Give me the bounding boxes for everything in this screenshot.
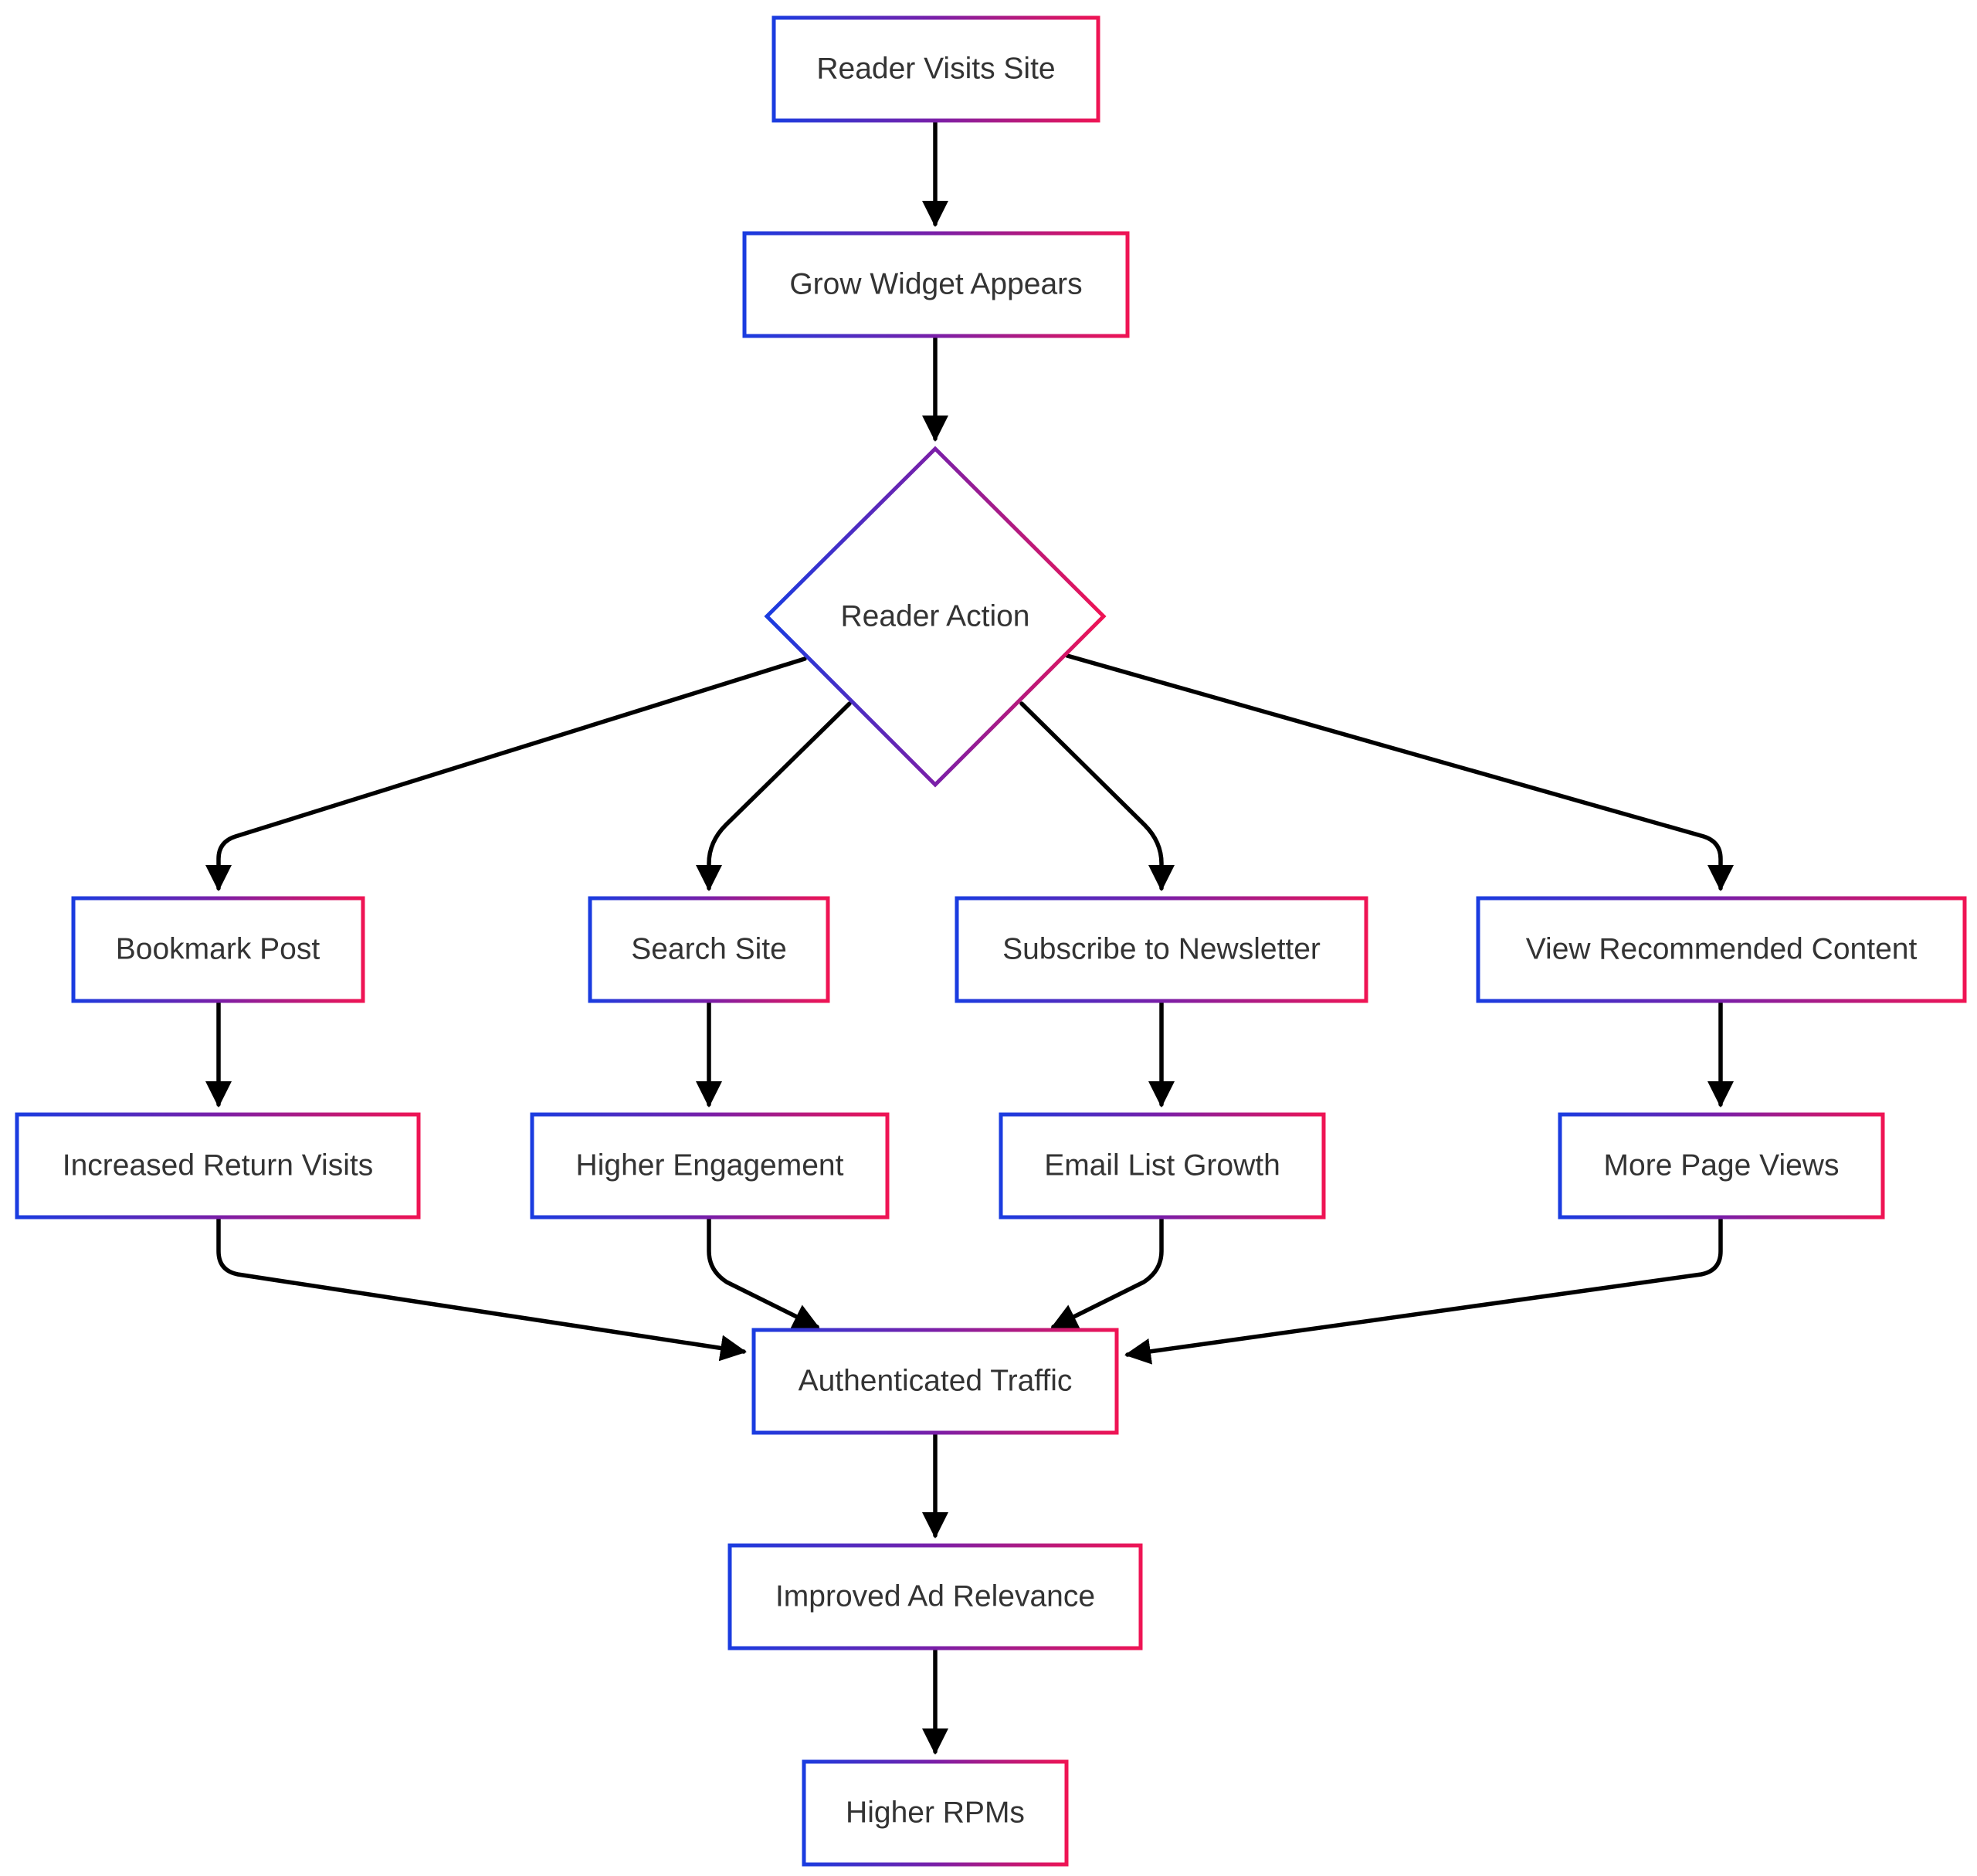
edge-action-to-search bbox=[696, 701, 852, 891]
edges bbox=[205, 120, 1734, 1755]
node-reader-action-decision[interactable]: Reader Action bbox=[764, 446, 1107, 788]
node-search-site[interactable]: Search Site bbox=[588, 896, 830, 1003]
node-label: Search Site bbox=[631, 933, 787, 966]
node-label: Subscribe to Newsletter bbox=[1002, 933, 1321, 966]
node-higher-rpms[interactable]: Higher RPMs bbox=[802, 1759, 1069, 1867]
edge-action-to-view bbox=[1065, 653, 1734, 891]
node-more-page-views[interactable]: More Page Views bbox=[1558, 1112, 1885, 1220]
node-higher-engagement[interactable]: Higher Engagement bbox=[530, 1112, 890, 1220]
node-subscribe-newsletter[interactable]: Subscribe to Newsletter bbox=[955, 896, 1368, 1003]
node-label: Bookmark Post bbox=[116, 933, 320, 966]
node-bookmark-post[interactable]: Bookmark Post bbox=[71, 896, 365, 1003]
edge-pageviews-to-auth bbox=[1124, 1216, 1723, 1365]
node-label: Higher RPMs bbox=[846, 1796, 1025, 1830]
node-label: Authenticated Traffic bbox=[799, 1365, 1073, 1398]
node-authenticated-traffic[interactable]: Authenticated Traffic bbox=[751, 1328, 1119, 1435]
nodes: Reader Visits Site Grow Widget Appears R… bbox=[15, 15, 1967, 1867]
node-improved-ad-relevance[interactable]: Improved Ad Relevance bbox=[727, 1543, 1143, 1650]
node-label: Improved Ad Relevance bbox=[775, 1580, 1095, 1613]
node-label: View Recommended Content bbox=[1526, 933, 1918, 966]
node-label: Email List Growth bbox=[1044, 1149, 1280, 1182]
node-grow-widget-appears[interactable]: Grow Widget Appears bbox=[742, 231, 1130, 338]
node-view-recommended-content[interactable]: View Recommended Content bbox=[1476, 896, 1967, 1003]
node-reader-visits-site[interactable]: Reader Visits Site bbox=[771, 15, 1100, 123]
edge-action-to-subscribe bbox=[1019, 701, 1175, 891]
node-label: Increased Return Visits bbox=[63, 1149, 373, 1182]
edge-email-to-auth bbox=[1050, 1216, 1164, 1329]
node-label: Reader Action bbox=[841, 600, 1030, 633]
edge-engagement-to-auth bbox=[707, 1216, 820, 1329]
edge-action-to-bookmark bbox=[205, 656, 807, 891]
edge-return-to-auth bbox=[216, 1216, 747, 1362]
node-increased-return-visits[interactable]: Increased Return Visits bbox=[15, 1112, 421, 1220]
node-label: Grow Widget Appears bbox=[789, 268, 1082, 301]
node-label: Reader Visits Site bbox=[816, 53, 1055, 86]
node-label: Higher Engagement bbox=[576, 1149, 844, 1182]
node-email-list-growth[interactable]: Email List Growth bbox=[999, 1112, 1326, 1220]
node-label: More Page Views bbox=[1604, 1149, 1840, 1182]
